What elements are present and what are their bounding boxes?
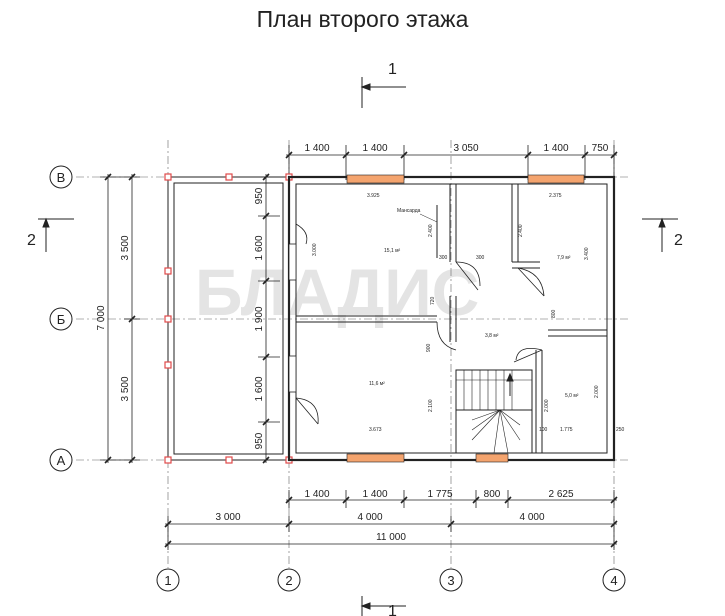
dim-left-wall-5: 950 (254, 432, 265, 449)
idim-2375: 2.375 (549, 193, 562, 199)
section-mark-left (38, 217, 74, 252)
dim-bottom2-3: 4 000 (519, 512, 544, 523)
dim-bottom2-2: 4 000 (357, 512, 382, 523)
axis-bubble-v (49, 165, 73, 189)
dim-bottom1-4: 800 (484, 489, 501, 500)
axis-label-b: Б (57, 312, 66, 327)
dim-left-inner-1: 3 500 (120, 235, 131, 260)
axis-label-v: В (57, 170, 66, 185)
doors (295, 223, 545, 425)
axis-bubble-4 (602, 568, 626, 592)
dim-top-1: 1 400 (304, 143, 329, 154)
dim-bottom1-2: 1 400 (362, 489, 387, 500)
idim-2100: 2.100 (428, 399, 434, 412)
watermark-text: БЛАДИС (195, 255, 479, 329)
idim-250: 250 (616, 427, 625, 433)
room2-area: 7,9 м² (557, 255, 571, 261)
section-label-bottom: 1 (388, 603, 397, 616)
section-mark-bottom (360, 596, 406, 616)
staircase (456, 370, 532, 454)
axis-label-a: А (57, 453, 66, 468)
room1-area: 15,1 м² (384, 248, 401, 254)
idim-100: 100 (539, 427, 548, 433)
dim-bottom1-5: 2 625 (548, 489, 573, 500)
windows (346, 174, 585, 463)
dim-left-wall-3: 1 900 (254, 306, 265, 331)
axis-label-1: 1 (164, 573, 171, 588)
outer-walls (287, 175, 616, 462)
section-mark-right (642, 217, 678, 252)
section-mark-top (360, 77, 406, 108)
idim-3000: 3.000 (312, 243, 318, 256)
idim-720: 720 (430, 296, 436, 305)
axis-bubble-3 (439, 568, 463, 592)
dim-bottom2-1: 3 000 (215, 512, 240, 523)
idim-800: 800 (551, 309, 557, 318)
dim-left-wall-4: 1 600 (254, 376, 265, 401)
axis-bubble-a (49, 448, 73, 472)
drawing-title: План второго этажа (256, 6, 469, 32)
idim-300a: 300 (439, 255, 448, 261)
idim-1775: 1.775 (560, 427, 573, 433)
dim-top-3: 3 050 (453, 143, 478, 154)
room3-area: 11,6 м² (369, 381, 385, 387)
axis-bubble-2 (277, 568, 301, 592)
dim-chain-left (100, 173, 280, 464)
dim-bottom1-3: 1 775 (427, 489, 452, 500)
idim-3925: 3.925 (367, 193, 380, 199)
dim-chain-bottom (164, 490, 618, 550)
dim-bottom1-1: 1 400 (304, 489, 329, 500)
section-label-right: 2 (674, 232, 683, 249)
dim-chain-top (285, 145, 618, 180)
dim-top-5: 750 (592, 143, 609, 154)
section-label-left: 2 (27, 232, 36, 249)
stair-arrow (506, 372, 514, 396)
idim-2400b: 2.400 (518, 224, 524, 237)
section-label-top: 1 (388, 61, 397, 78)
axis-label-4: 4 (610, 573, 617, 588)
idim-3673: 3.673 (369, 427, 382, 433)
idim-300b: 300 (476, 255, 485, 261)
hall-area: 3,8 м² (485, 333, 499, 339)
closet-label: Мансарда (397, 208, 421, 214)
side-windows (288, 243, 297, 393)
axis-label-2: 2 (285, 573, 292, 588)
axis-bubble-b (49, 307, 73, 331)
closet-leader (419, 213, 438, 223)
idim-2000b: 2.000 (594, 385, 600, 398)
dim-left-wall-1: 950 (254, 187, 265, 204)
room4-area: 5,0 м² (565, 393, 579, 399)
axis-label-3: 3 (447, 573, 454, 588)
idim-900: 900 (426, 343, 432, 352)
grid-axes (76, 140, 630, 568)
dim-bottom-total: 11 000 (376, 532, 406, 543)
idim-3400: 3.400 (584, 247, 590, 260)
dim-left-wall-2: 1 600 (254, 235, 265, 260)
idim-2400a: 2.400 (428, 224, 434, 237)
idim-2000a: 2.000 (544, 399, 550, 412)
dim-top-2: 1 400 (362, 143, 387, 154)
dim-left-outer: 7 000 (96, 305, 107, 330)
dim-top-4: 1 400 (543, 143, 568, 154)
axis-bubble-1 (156, 568, 180, 592)
dim-left-inner-2: 3 500 (120, 376, 131, 401)
